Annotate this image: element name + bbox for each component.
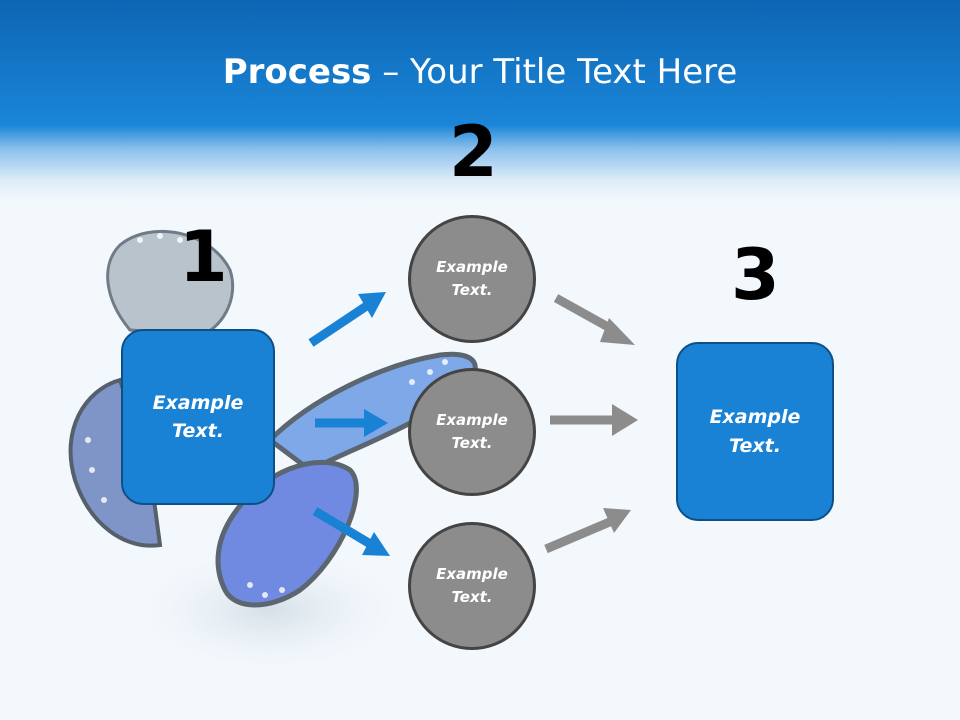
arrowhead-blue-up [358,292,386,318]
slide-title: Process – Your Title Text Here [0,52,960,92]
step-2-circle-3-text: Example Text. [436,564,508,606]
arrow-blue-up [308,301,371,347]
step-2-circle-3: Example Text. [408,522,536,650]
step-2-circle-2: Example Text. [408,368,536,496]
step-1-box: Example Text. [121,329,275,505]
step-2-number: 2 [449,111,498,193]
header-band [0,0,960,200]
step-3-box: Example Text. [676,342,834,521]
arrow-blue-down [312,507,375,549]
step-3-text: Example Text. [709,406,801,457]
title-bold: Process [222,52,372,92]
step-1-text: Example Text. [152,391,244,443]
step-3-number: 3 [731,234,780,316]
arrowhead-blue-down [362,532,390,556]
arrowhead-gray-right [612,404,638,436]
title-rest: – Your Title Text Here [371,52,738,92]
step-2-circle-1: Example Text. [408,215,536,343]
arrowhead-gray-down [600,318,635,345]
arrowhead-blue-right [364,409,388,437]
arrow-gray-up [544,516,614,554]
step-1-number: 1 [179,216,228,298]
step-2-circle-2-text: Example Text. [436,410,508,452]
arrowhead-gray-up [603,508,631,533]
step-2-circle-1-text: Example Text. [436,257,508,299]
